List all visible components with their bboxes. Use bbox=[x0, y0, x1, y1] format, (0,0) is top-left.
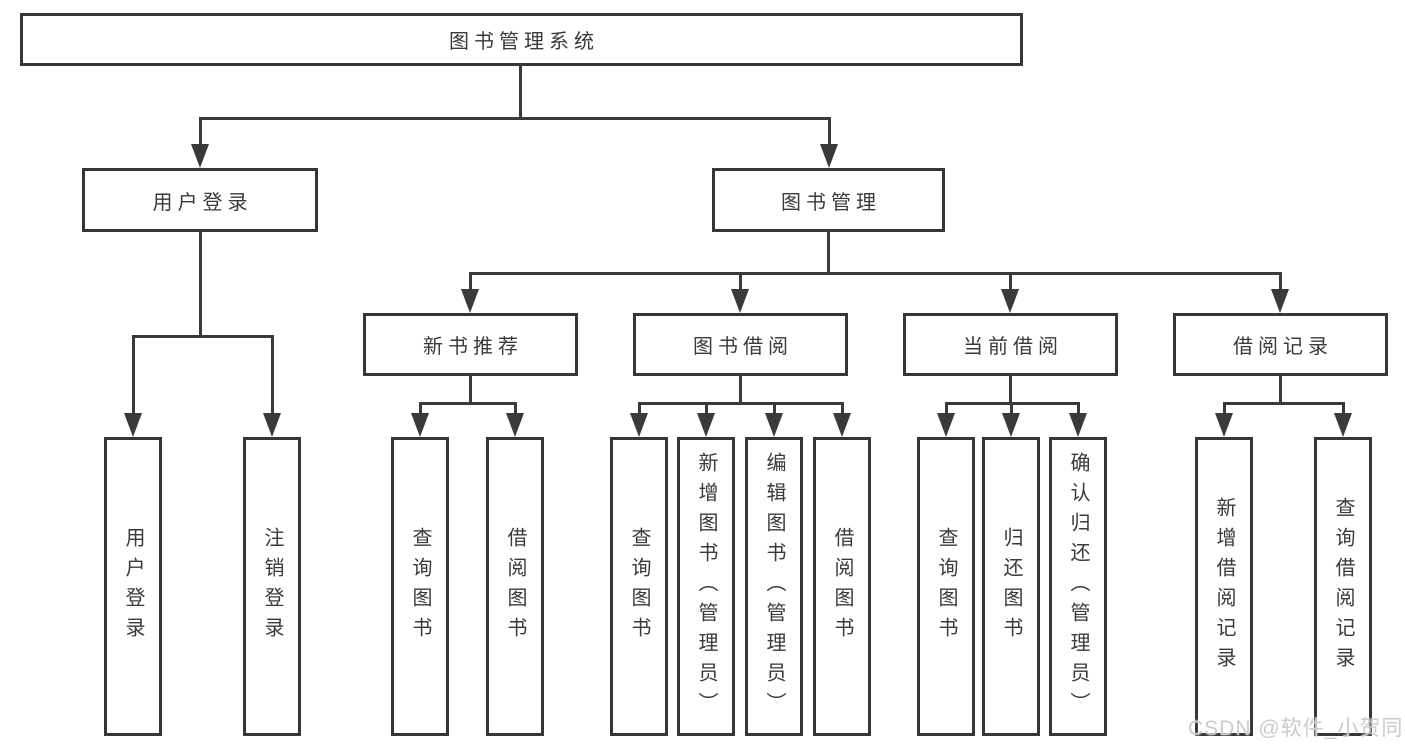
arrowhead bbox=[263, 413, 281, 437]
arrowhead bbox=[124, 413, 142, 437]
connector bbox=[469, 374, 472, 405]
leaf-borrow-books-recommend-label: 借阅图书 bbox=[504, 526, 526, 647]
node-root-label: 图书管理系统 bbox=[449, 31, 599, 53]
csdn-watermark: CSDN @软件_小贺同学 bbox=[1188, 717, 1405, 740]
leaf-edit-book-admin-label: 编辑图书（管理员） bbox=[763, 451, 785, 722]
connector bbox=[1279, 272, 1282, 294]
connector bbox=[1223, 402, 1345, 405]
leaf-user-login: 用户登录 bbox=[104, 437, 162, 736]
node-current-borrow: 当前借阅 bbox=[903, 313, 1118, 376]
arrowhead bbox=[1271, 289, 1289, 313]
node-new-book-recommend-label: 新书推荐 bbox=[423, 336, 523, 358]
connector bbox=[271, 335, 274, 417]
leaf-query-books-recommend: 查询图书 bbox=[391, 437, 449, 736]
connector bbox=[132, 335, 273, 338]
connector bbox=[199, 117, 831, 120]
connector bbox=[1342, 402, 1345, 420]
leaf-query-books-borrow: 查询图书 bbox=[610, 437, 668, 736]
leaf-add-book-admin-label: 新增图书（管理员） bbox=[695, 451, 717, 722]
leaf-confirm-return-admin-label: 确认归还（管理员） bbox=[1067, 451, 1089, 722]
connector bbox=[827, 230, 830, 274]
node-borrow-record-label: 借阅记录 bbox=[1233, 336, 1333, 358]
arrowhead bbox=[820, 144, 838, 168]
connector bbox=[132, 335, 135, 417]
leaf-borrow-books-label: 借阅图书 bbox=[831, 526, 853, 647]
connector bbox=[199, 117, 202, 150]
arrowhead bbox=[937, 413, 955, 437]
leaf-query-books-current-label: 查询图书 bbox=[935, 526, 957, 647]
arrowhead bbox=[630, 413, 648, 437]
arrowhead bbox=[1002, 413, 1020, 437]
connector bbox=[1077, 402, 1080, 420]
connector bbox=[841, 402, 844, 420]
connector bbox=[469, 272, 1282, 275]
node-book-borrow: 图书借阅 bbox=[633, 313, 848, 376]
arrowhead bbox=[506, 413, 524, 437]
connector bbox=[773, 402, 776, 420]
leaf-edit-book-admin: 编辑图书（管理员） bbox=[745, 437, 803, 736]
leaf-return-book: 归还图书 bbox=[982, 437, 1040, 736]
arrowhead bbox=[411, 413, 429, 437]
leaf-add-borrow-record: 新增借阅记录 bbox=[1195, 437, 1253, 736]
node-new-book-recommend: 新书推荐 bbox=[363, 313, 578, 376]
leaf-query-books-current: 查询图书 bbox=[917, 437, 975, 736]
connector bbox=[1010, 402, 1013, 420]
node-book-management: 图书管理 bbox=[712, 168, 945, 232]
leaf-query-books-recommend-label: 查询图书 bbox=[409, 526, 431, 647]
node-current-borrow-label: 当前借阅 bbox=[963, 336, 1063, 358]
node-borrow-record: 借阅记录 bbox=[1173, 313, 1388, 376]
leaf-logout: 注销登录 bbox=[243, 437, 301, 736]
arrowhead bbox=[731, 289, 749, 313]
arrowhead bbox=[697, 413, 715, 437]
connector bbox=[419, 402, 422, 420]
arrowhead bbox=[1334, 413, 1352, 437]
connector bbox=[199, 230, 202, 337]
leaf-add-borrow-record-label: 新增借阅记录 bbox=[1213, 496, 1235, 677]
connector bbox=[1009, 272, 1012, 294]
leaf-logout-label: 注销登录 bbox=[261, 526, 283, 647]
node-user-login-label: 用户登录 bbox=[152, 191, 253, 214]
leaf-query-borrow-record-label: 查询借阅记录 bbox=[1332, 496, 1354, 677]
connector bbox=[638, 402, 844, 405]
leaf-user-login-label: 用户登录 bbox=[122, 526, 144, 647]
leaf-query-books-borrow-label: 查询图书 bbox=[628, 526, 650, 647]
connector bbox=[945, 402, 948, 420]
connector bbox=[1223, 402, 1226, 420]
node-root: 图书管理系统 bbox=[20, 13, 1023, 66]
leaf-confirm-return-admin: 确认归还（管理员） bbox=[1049, 437, 1107, 736]
connector bbox=[705, 402, 708, 420]
leaf-return-book-label: 归还图书 bbox=[1000, 526, 1022, 647]
arrowhead bbox=[191, 144, 209, 168]
connector bbox=[469, 272, 472, 294]
connector bbox=[514, 402, 517, 420]
connector bbox=[519, 64, 522, 118]
connector bbox=[739, 374, 742, 405]
arrowhead bbox=[833, 413, 851, 437]
connector bbox=[739, 272, 742, 294]
node-book-management-label: 图书管理 bbox=[781, 191, 881, 214]
arrowhead bbox=[765, 413, 783, 437]
arrowhead bbox=[1001, 289, 1019, 313]
connector bbox=[1009, 374, 1012, 405]
connector bbox=[1279, 374, 1282, 405]
connector bbox=[828, 117, 831, 150]
arrowhead bbox=[461, 289, 479, 313]
connector bbox=[419, 402, 517, 405]
arrowhead bbox=[1069, 413, 1087, 437]
node-book-borrow-label: 图书借阅 bbox=[693, 336, 793, 358]
node-user-login: 用户登录 bbox=[82, 168, 318, 232]
arrowhead bbox=[1215, 413, 1233, 437]
leaf-borrow-books-recommend: 借阅图书 bbox=[486, 437, 544, 736]
leaf-query-borrow-record: 查询借阅记录 bbox=[1314, 437, 1372, 736]
leaf-borrow-books: 借阅图书 bbox=[813, 437, 871, 736]
connector bbox=[638, 402, 641, 420]
leaf-add-book-admin: 新增图书（管理员） bbox=[677, 437, 735, 736]
